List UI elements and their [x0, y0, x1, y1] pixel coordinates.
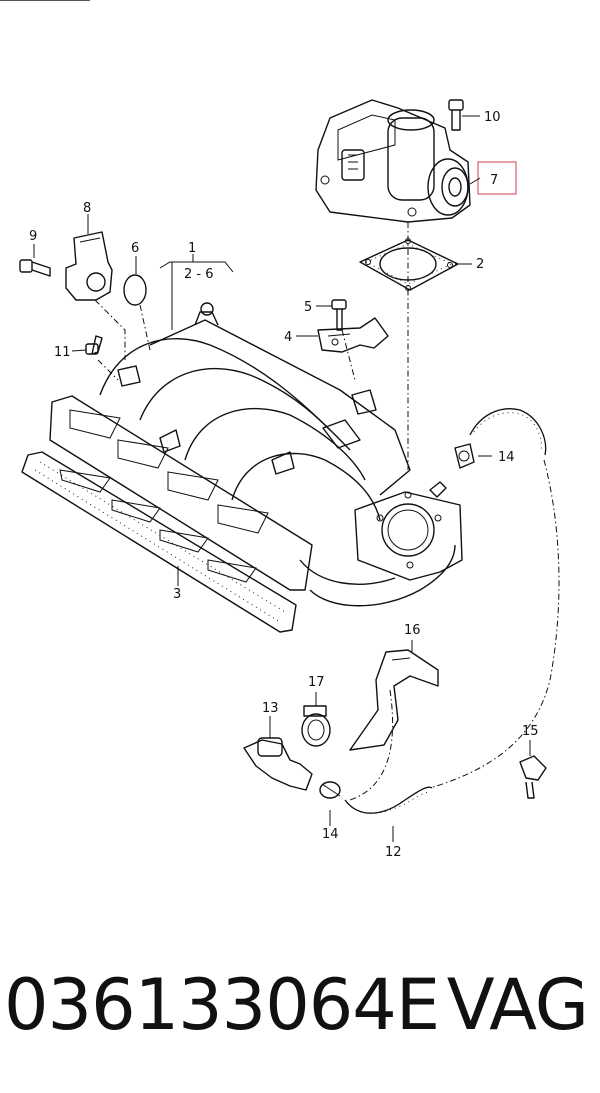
callout-7: 7 [490, 173, 498, 188]
bracket-16 [349, 649, 439, 751]
vacuum-hose [469, 408, 547, 456]
hose-12 [344, 786, 433, 815]
sensor [65, 231, 113, 301]
callout-14-top: 14 [498, 450, 515, 465]
throttle-body [315, 99, 517, 223]
callout-1: 1 [188, 241, 196, 256]
bolt-5 [331, 299, 347, 331]
callout-13: 13 [262, 701, 279, 716]
bracket [317, 317, 389, 353]
fastener-15 [519, 755, 547, 799]
callout-10: 10 [484, 110, 501, 125]
callout-3: 3 [173, 587, 181, 602]
intake-manifold [49, 302, 463, 607]
throttle-gasket [359, 238, 459, 291]
callout-5: 5 [304, 300, 312, 315]
clamp-14-top [454, 443, 475, 469]
callout-2: 2 [476, 257, 484, 272]
bolt-9 [19, 259, 51, 277]
highlight-box-7 [477, 161, 517, 195]
callouts: 10 7 2 5 4 8 9 6 1 2 - 6 11 3 14 16 17 1… [29, 110, 539, 860]
intake-manifold-gasket [21, 451, 297, 633]
footer: 036133064E VAG [0, 955, 600, 1065]
leader-lines [33, 115, 531, 842]
callout-9: 9 [29, 229, 37, 244]
callout-4: 4 [284, 330, 292, 345]
callout-15: 15 [522, 724, 539, 739]
part-number: 036133064E [4, 964, 440, 1046]
callout-6: 6 [131, 241, 139, 256]
o-ring [123, 274, 147, 306]
callout-12: 12 [385, 845, 402, 860]
exploded-parts-diagram: 10 7 2 5 4 8 9 6 1 2 - 6 11 3 14 16 17 1… [19, 99, 560, 860]
callout-2-6: 2 - 6 [184, 267, 214, 282]
callout-11: 11 [54, 345, 71, 360]
bolt-10 [448, 99, 464, 131]
assembly-guide-lines [94, 222, 560, 801]
callout-16: 16 [404, 623, 421, 638]
top-rule [0, 0, 90, 1]
callout-8: 8 [83, 201, 91, 216]
callout-17: 17 [308, 675, 325, 690]
callout-14-bottom: 14 [322, 827, 339, 842]
valve [243, 737, 313, 791]
bolt-11 [85, 335, 103, 355]
clamp-14-bottom [319, 781, 341, 799]
clamp-17 [301, 705, 331, 747]
brand-label: VAG [446, 964, 589, 1046]
